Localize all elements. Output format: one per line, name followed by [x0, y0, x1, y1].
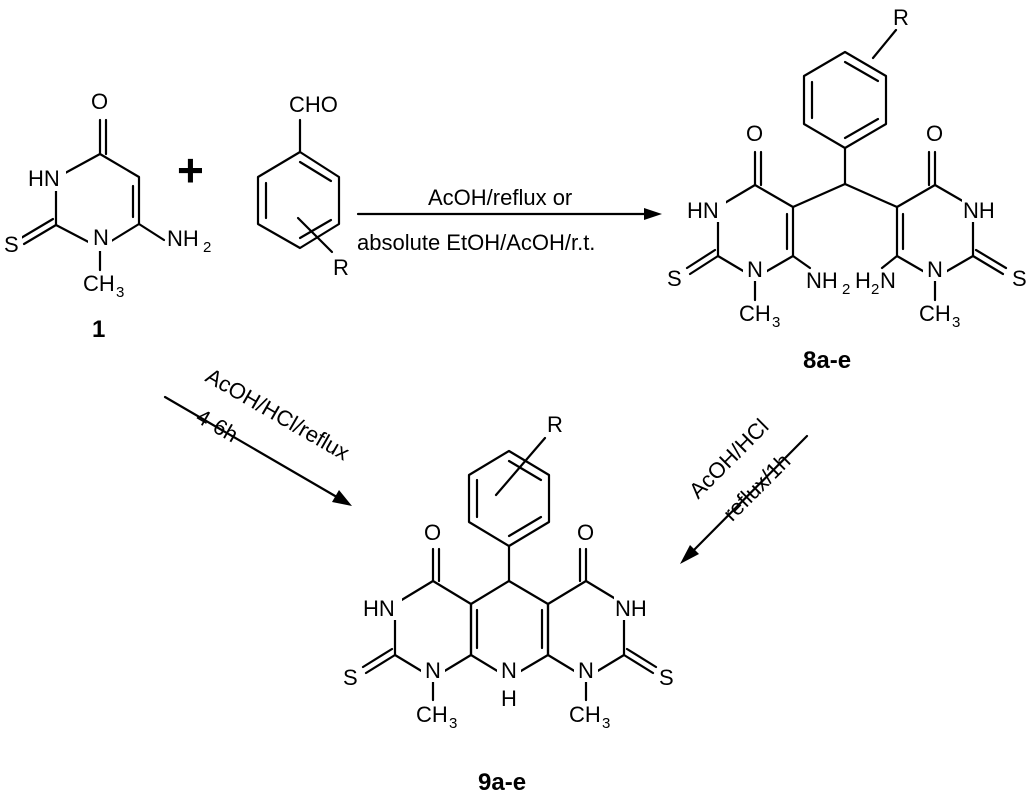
amino-group: NH [806, 268, 838, 293]
nitrogen-atom: N [93, 225, 109, 250]
amino-group: H [855, 268, 871, 293]
nh-atom: NH [963, 198, 995, 223]
sulfur-atom: S [659, 665, 674, 690]
hydrogen-atom: H [501, 686, 517, 711]
nh-atom: HN [28, 166, 60, 191]
left-reaction-arrow: AcOH/HCl/reflux 4-6h [163, 363, 354, 506]
left-condition-line-2: 4-6h [192, 404, 243, 448]
methyl-group: CH [569, 702, 601, 727]
r-substituent: R [547, 412, 563, 437]
top-reaction-arrow: AcOH/reflux or absolute EtOH/AcOH/r.t. [356, 185, 662, 255]
methyl-subscript: 3 [116, 284, 124, 301]
oxygen-atom: O [91, 89, 108, 114]
methyl-subscript: 3 [449, 715, 457, 732]
compound-8-atoms: R O O HN NH N N S S CH 3 CH 3 NH 2 H 2 N [667, 5, 1027, 331]
methyl-subscript: 3 [952, 314, 960, 331]
top-condition-line-2: absolute EtOH/AcOH/r.t. [357, 230, 595, 255]
methyl-subscript: 3 [602, 715, 610, 732]
sulfur-atom: S [667, 266, 682, 291]
r-substituent: R [893, 5, 909, 30]
sulfur-atom: S [4, 232, 19, 257]
nh-atom: HN [687, 198, 719, 223]
nitrogen-atom: N [501, 658, 517, 683]
top-condition-line-1: AcOH/reflux or [428, 185, 572, 210]
oxygen-atom: O [746, 121, 763, 146]
aldehyde-group: CHO [289, 92, 338, 117]
methyl-subscript: 3 [772, 314, 780, 331]
amino-group: NH [167, 226, 199, 251]
methyl-group: CH [83, 271, 115, 296]
compound-8-bonds [685, 28, 1008, 302]
right-reaction-arrow: AcOH/HCl reflux/1h [680, 414, 809, 564]
compound-1: O HN N S CH 3 NH 2 1 [0, 88, 211, 343]
plus-sign: + [177, 144, 204, 196]
amino-subscript: 2 [203, 239, 211, 256]
compound-9: R O O HN NH N N N H S S CH 3 CH 3 9a-e [343, 412, 674, 796]
compound-1-label: 1 [92, 316, 105, 343]
nitrogen-atom: N [747, 257, 763, 282]
methyl-group: CH [416, 702, 448, 727]
methyl-group: CH [919, 301, 951, 326]
compound-8: R O O HN NH N N S S CH 3 CH 3 NH 2 H 2 N… [667, 5, 1027, 374]
nitrogen-atom: N [578, 658, 594, 683]
compound-1-atoms: O HN N S CH 3 NH 2 [0, 88, 211, 301]
r-substituent: R [333, 255, 349, 280]
sulfur-atom: S [343, 665, 358, 690]
nh-atom: HN [363, 596, 395, 621]
benzaldehyde: CHO R [256, 92, 349, 280]
oxygen-atom: O [424, 520, 441, 545]
amino-subscript: 2 [871, 281, 879, 298]
oxygen-atom: O [577, 520, 594, 545]
compound-8-label: 8a-e [803, 347, 851, 374]
nitrogen-atom: N [927, 257, 943, 282]
oxygen-atom: O [926, 121, 943, 146]
amino-subscript: 2 [842, 281, 850, 298]
sulfur-atom: S [1012, 266, 1027, 291]
methyl-group: CH [739, 301, 771, 326]
compound-9-label: 9a-e [478, 769, 526, 796]
compound-9-atoms: R O O HN NH N N N H S S CH 3 CH 3 [343, 412, 674, 732]
nitrogen-atom: N [425, 658, 441, 683]
amino-group: N [880, 268, 896, 293]
nh-atom: NH [615, 596, 647, 621]
